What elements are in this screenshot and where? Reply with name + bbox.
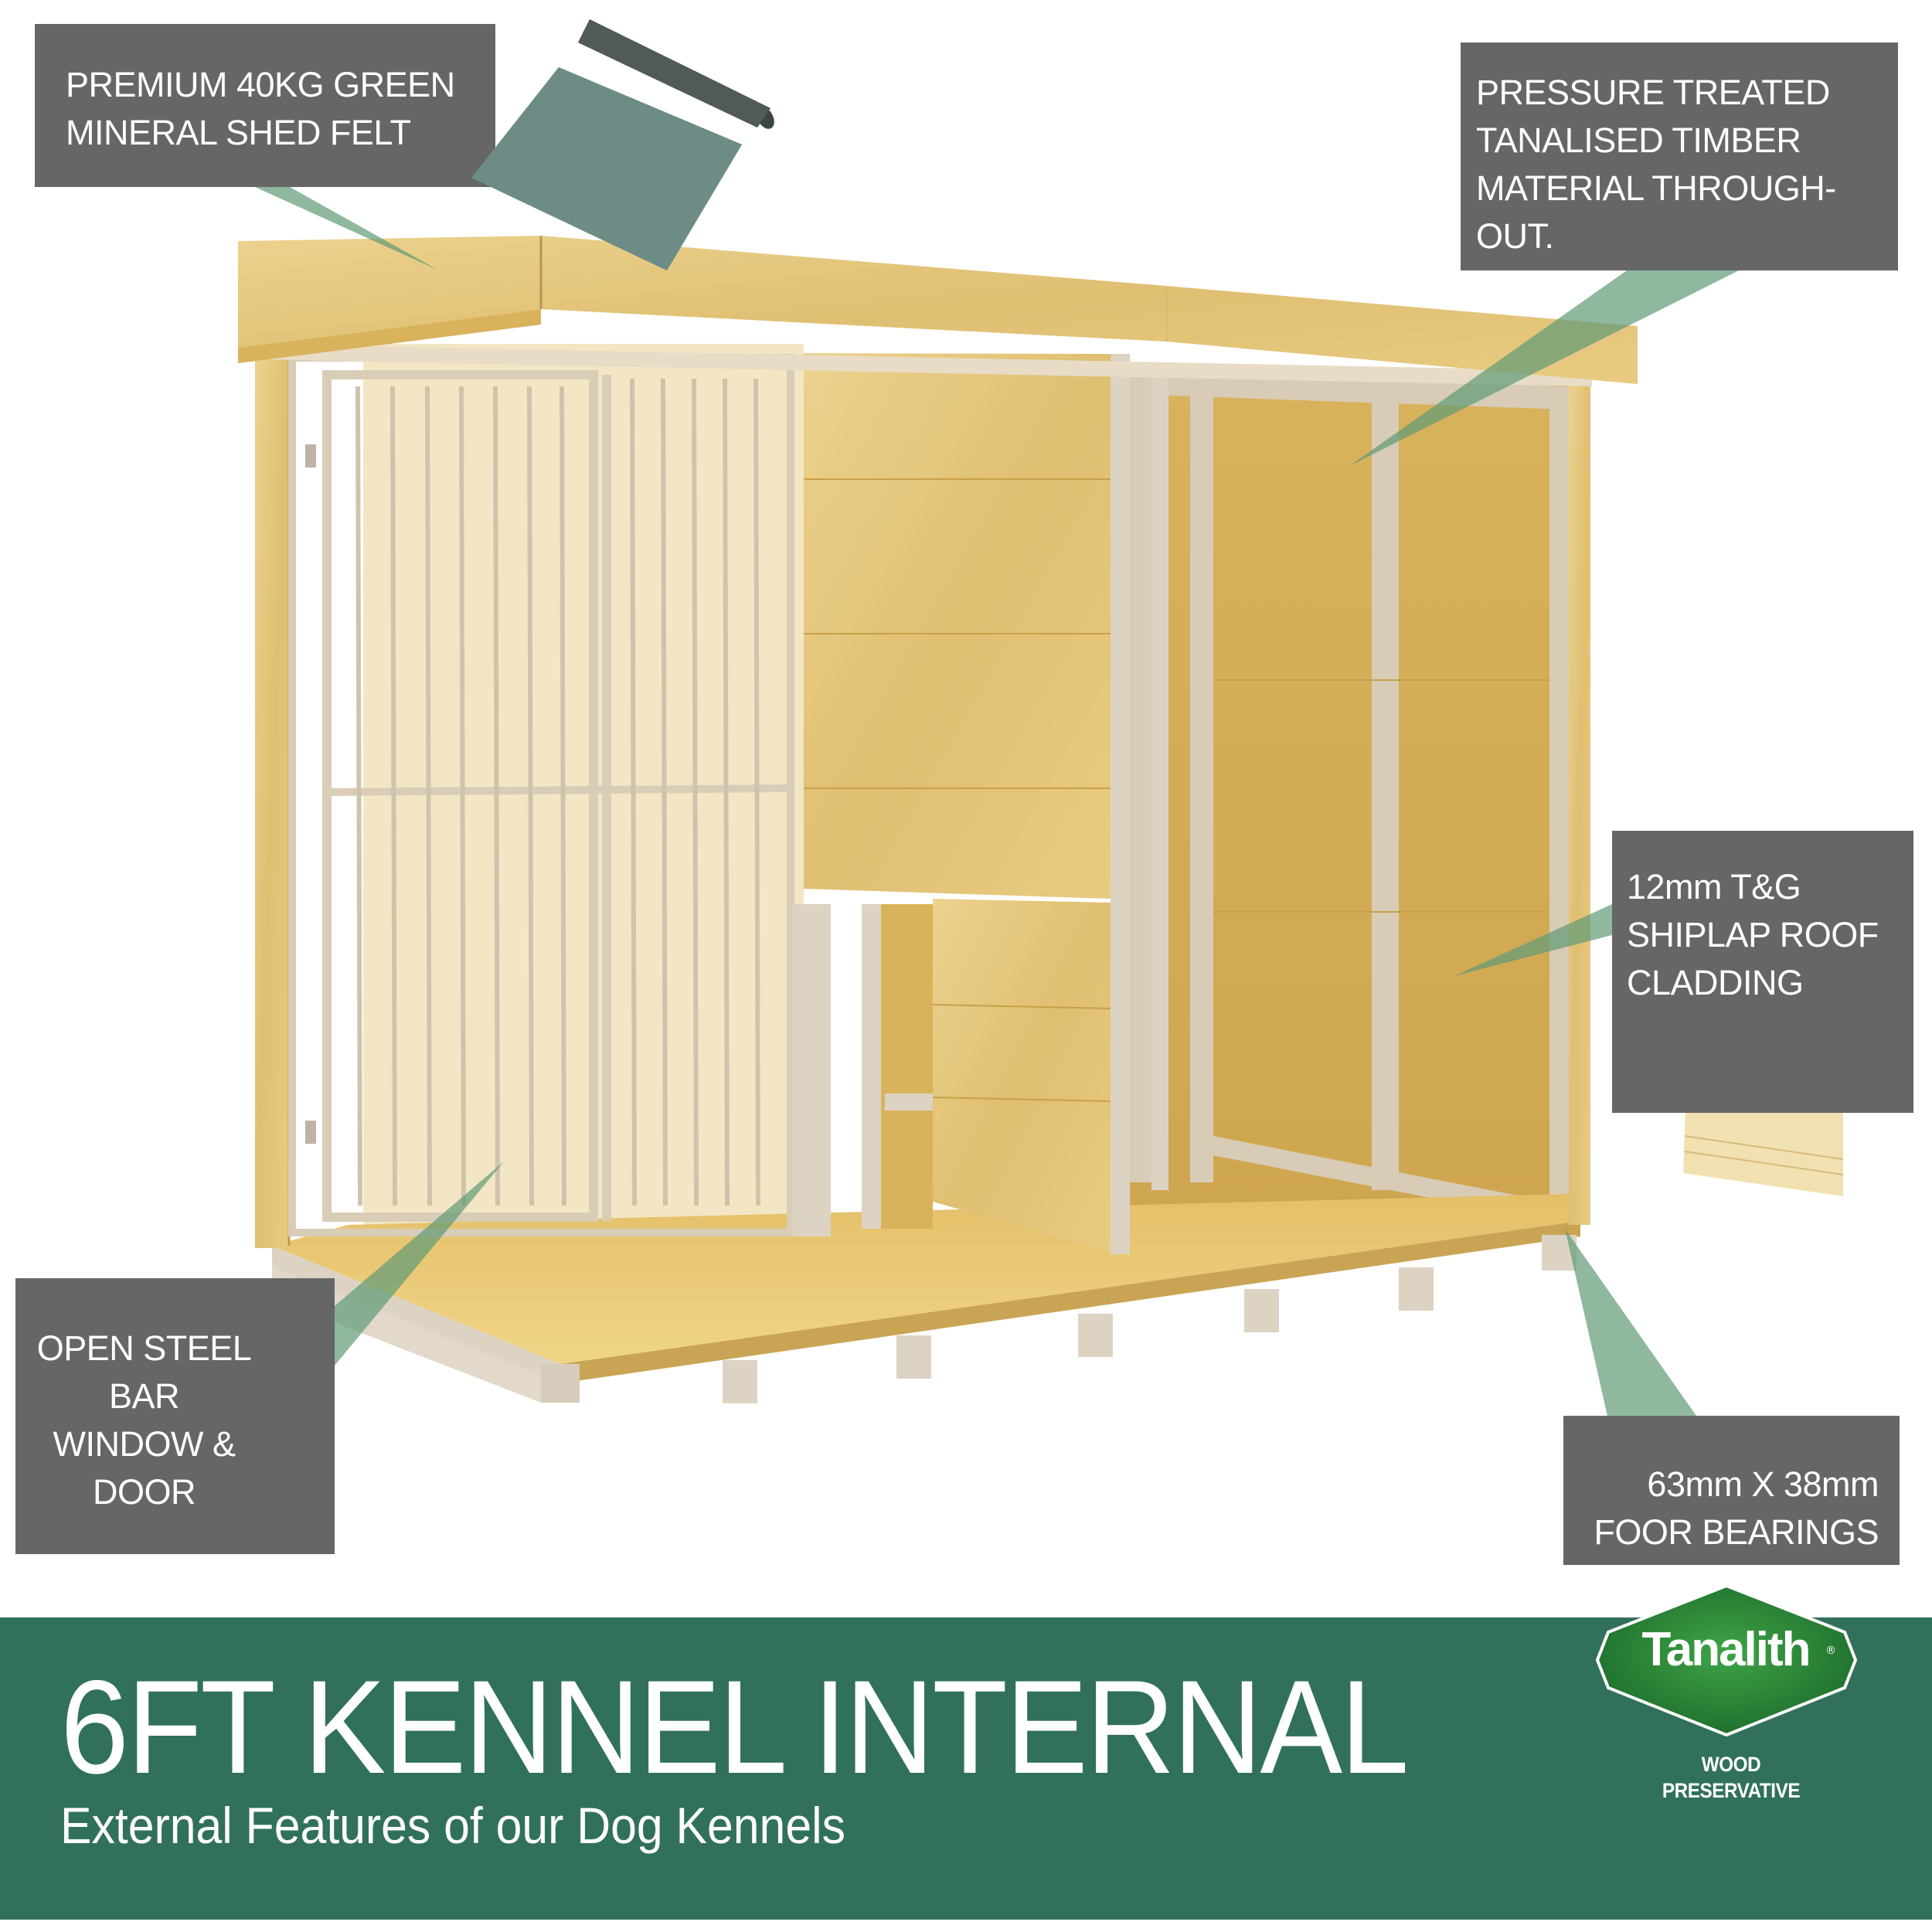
callout-line: CLADDING xyxy=(1627,963,1804,1002)
callout-connectors xyxy=(255,187,1739,1416)
felt-roll-icon xyxy=(471,19,774,270)
callout-tanalised-timber: PRESSURE TREATED TANALISED TIMBER MATERI… xyxy=(1461,43,1898,270)
callout-line: DOOR xyxy=(93,1472,196,1512)
callout-line: FOOR BEARINGS xyxy=(1594,1512,1879,1552)
callout-line: TANALISED TIMBER xyxy=(1476,121,1801,160)
page-subtitle: External Features of our Dog Kennels xyxy=(60,1797,845,1854)
logo-wordmark: Tanalith xyxy=(1641,1623,1811,1676)
partition-wall xyxy=(792,353,1168,1254)
callout-line: WINDOW & xyxy=(53,1424,236,1464)
callout-line: OPEN STEEL xyxy=(36,1328,252,1368)
callout-line: 12mm T&G xyxy=(1627,867,1801,906)
registered-mark: ® xyxy=(1825,1645,1836,1657)
kennel-roof xyxy=(238,236,1638,386)
callout-shed-felt: PREMIUM 40KG GREEN MINERAL SHED FELT xyxy=(35,24,495,187)
connector-timber xyxy=(1349,270,1739,466)
connector-bearings xyxy=(1565,1229,1696,1416)
connector-cladding xyxy=(1454,904,1612,976)
left-wall xyxy=(255,344,291,1248)
callout-steel-bar-window: OPEN STEEL BAR WINDOW & DOOR xyxy=(15,1278,335,1554)
right-wall xyxy=(1569,383,1590,1225)
callout-line: BAR xyxy=(108,1376,180,1416)
callout-line: SHIPLAP ROOF xyxy=(1627,915,1879,954)
callout-shiplap-cladding: 12mm T&G SHIPLAP ROOF CLADDING xyxy=(1612,831,1913,1113)
callout-line: MINERAL SHED FELT xyxy=(66,113,411,152)
logo-tagline: WOOD PRESERVATIVE xyxy=(1662,1753,1801,1802)
callout-line: PRESSURE TREATED xyxy=(1476,73,1830,112)
callout-line: OUT. xyxy=(1476,216,1554,256)
connector-felt xyxy=(255,187,439,270)
tanalith-logo-badge xyxy=(1596,1584,1857,1736)
callout-floor-bearings: 63mm X 38mm FOOR BEARINGS xyxy=(1563,1416,1900,1565)
callout-line: 63mm X 38mm xyxy=(1647,1464,1879,1504)
page-title: 6FT KENNEL INTERNAL xyxy=(60,1653,1409,1801)
callout-line: PREMIUM 40KG GREEN xyxy=(66,65,455,104)
callout-line: MATERIAL THROUGH- xyxy=(1476,168,1836,208)
floor-bearings xyxy=(723,1235,1577,1403)
connector-steel xyxy=(335,1162,504,1366)
